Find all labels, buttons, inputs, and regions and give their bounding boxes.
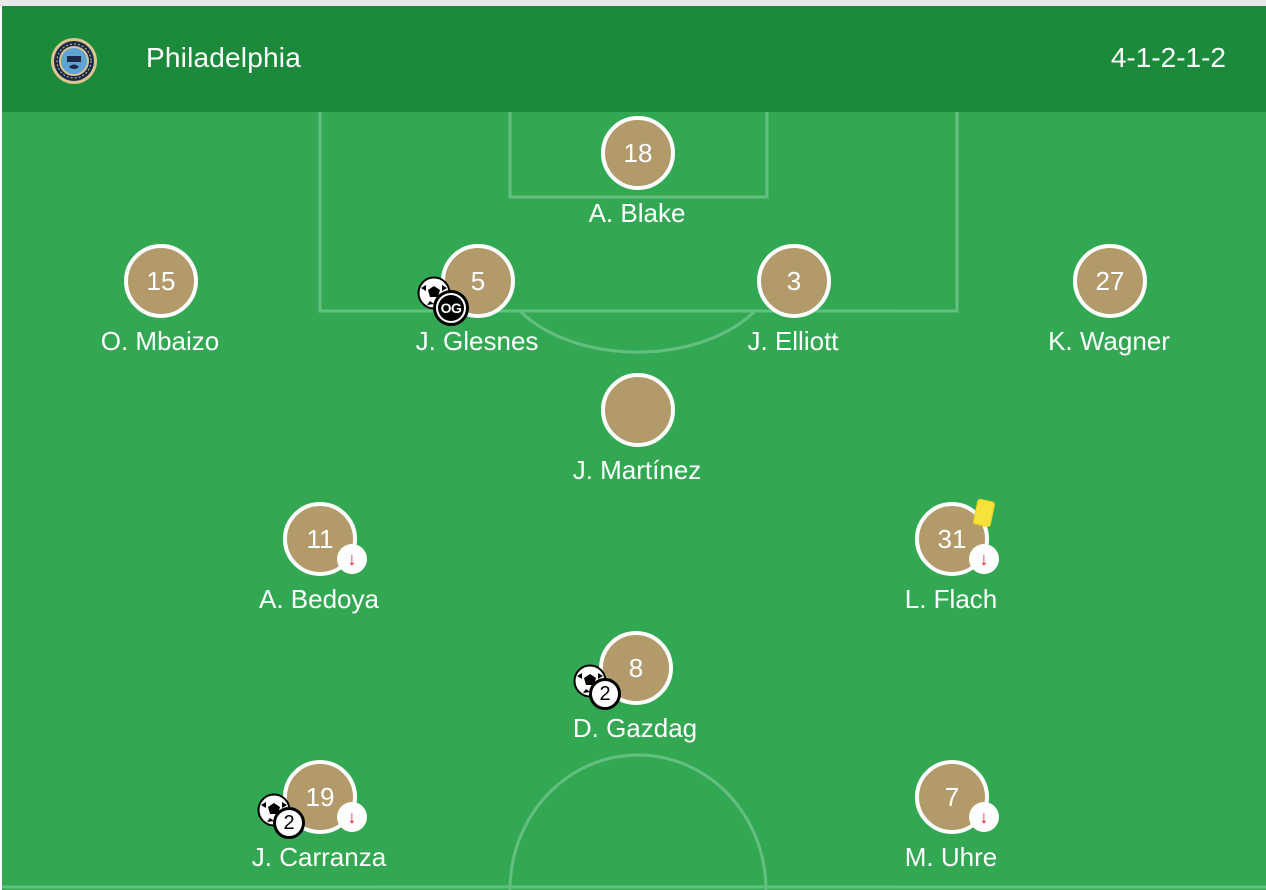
team-header: Philadelphia 4-1-2-1-2 bbox=[2, 6, 1266, 112]
player-number bbox=[601, 373, 675, 447]
goals-indicator: 2 bbox=[573, 664, 633, 714]
yellow-card-icon bbox=[972, 498, 996, 528]
substitution-out-icon: ↓ bbox=[337, 544, 367, 574]
philadelphia-union-crest-icon bbox=[51, 38, 97, 84]
player-striker-right[interactable]: 19 2 ↓ J. Carranza bbox=[219, 760, 419, 880]
pitch-markings bbox=[2, 112, 1266, 890]
player-name: J. Glesnes bbox=[415, 326, 539, 356]
player-left-back[interactable]: 27 K. Wagner bbox=[1009, 244, 1209, 364]
player-name: J. Martínez bbox=[572, 455, 702, 485]
player-defensive-midfielder[interactable]: J. Martínez bbox=[537, 373, 737, 493]
player-number: 15 bbox=[124, 244, 198, 318]
player-left-midfielder[interactable]: 31 ↓ L. Flach bbox=[851, 498, 1051, 622]
player-goalkeeper[interactable]: 18 A. Blake bbox=[537, 116, 737, 236]
substitution-out-icon: ↓ bbox=[969, 544, 999, 574]
player-name: O. Mbaizo bbox=[100, 326, 220, 356]
formation-label: 4-1-2-1-2 bbox=[1110, 42, 1226, 73]
player-name: D. Gazdag bbox=[572, 713, 698, 743]
player-number: 18 bbox=[601, 116, 675, 190]
lineup-panel: Philadelphia 4-1-2-1-2 18 A. Blake 15 O.… bbox=[2, 6, 1266, 890]
player-number: 8 bbox=[599, 631, 673, 705]
player-number: 3 bbox=[757, 244, 831, 318]
player-name: J. Elliott bbox=[747, 326, 839, 356]
player-right-back[interactable]: 15 O. Mbaizo bbox=[60, 244, 260, 364]
top-border bbox=[0, 0, 1266, 6]
own-goal-label: OG bbox=[438, 295, 464, 321]
goal-count-badge: 2 bbox=[589, 678, 621, 710]
player-center-back-right[interactable]: 3 J. Elliott bbox=[693, 244, 893, 364]
goal-count-badge: 2 bbox=[273, 807, 305, 839]
player-striker-left[interactable]: 7 ↓ M. Uhre bbox=[851, 760, 1051, 880]
player-name: A. Bedoya bbox=[259, 584, 379, 614]
own-goal-badge: OG bbox=[433, 290, 469, 326]
substitution-out-icon: ↓ bbox=[969, 802, 999, 832]
player-right-midfielder[interactable]: 11 ↓ A. Bedoya bbox=[219, 502, 419, 622]
player-attacking-midfielder[interactable]: 8 2 D. Gazdag bbox=[535, 631, 735, 751]
own-goal-indicator: OG bbox=[417, 276, 477, 326]
player-name: J. Carranza bbox=[251, 842, 387, 872]
team-name: Philadelphia bbox=[146, 42, 301, 73]
player-name: K. Wagner bbox=[1048, 326, 1170, 356]
player-number: 11 bbox=[283, 502, 357, 576]
player-name: A. Blake bbox=[588, 198, 686, 228]
player-name: L. Flach bbox=[904, 584, 998, 614]
substitution-out-icon: ↓ bbox=[337, 802, 367, 832]
player-number: 27 bbox=[1073, 244, 1147, 318]
goals-indicator: 2 bbox=[257, 793, 317, 843]
player-center-back-left[interactable]: 5 OG J. Glesnes bbox=[377, 244, 577, 364]
player-name: M. Uhre bbox=[904, 842, 998, 872]
